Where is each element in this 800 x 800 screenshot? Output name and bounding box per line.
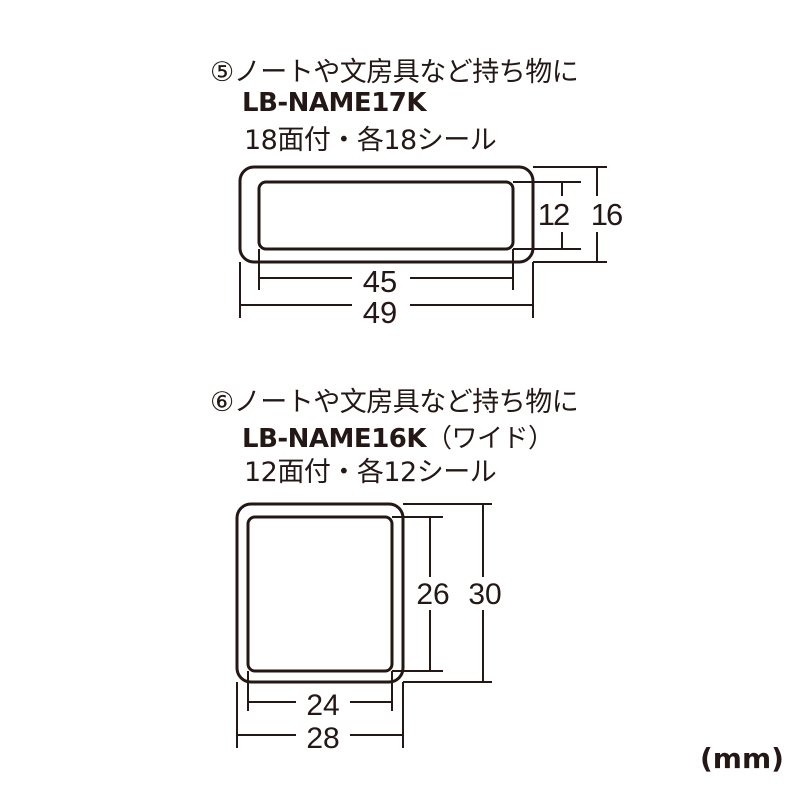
item6-model-name: LB-NAME16K — [242, 424, 427, 454]
item5-outer-width-label: 49 — [363, 295, 397, 330]
item5-title-text: ノートや文房具など持ち物に — [233, 57, 579, 88]
item5-number-badge: ⑤ — [210, 57, 234, 88]
item6-number-badge: ⑥ — [210, 387, 234, 418]
item5-inner-width-label: 45 — [363, 264, 397, 299]
item5-spec: 18面付・各18シール — [244, 125, 497, 156]
item6-label-diagram — [235, 502, 492, 748]
item5-outer-height-label: 16 — [591, 197, 622, 232]
item6-outer-outline — [235, 502, 405, 684]
unit-label: (mm) — [700, 742, 784, 775]
item5-model-name: LB-NAME17K — [242, 88, 427, 118]
item5-model: LB-NAME17K — [242, 88, 427, 118]
item5-inner-height-label: 12 — [538, 197, 569, 232]
item5-outer-outline — [238, 165, 535, 264]
item6-title: ⑥ノートや文房具など持ち物に — [210, 380, 579, 419]
item6-model-suffix: （ワイド） — [426, 424, 554, 454]
item6-model: LB-NAME16K（ワイド） — [242, 418, 554, 455]
item5-inner-outline — [257, 180, 515, 251]
item6-title-text: ノートや文房具など持ち物に — [233, 387, 579, 418]
item6-outer-width-label: 28 — [306, 722, 339, 755]
item6-inner-width-label: 24 — [306, 689, 339, 722]
item5-title: ⑤ノートや文房具など持ち物に — [210, 50, 579, 89]
item6-inner-outline — [246, 515, 394, 673]
item6-outer-height-label: 30 — [468, 578, 501, 611]
item5-label-diagram — [238, 165, 607, 318]
item6-inner-height-label: 26 — [416, 578, 449, 611]
item6-spec: 12面付・各12シール — [244, 457, 497, 488]
